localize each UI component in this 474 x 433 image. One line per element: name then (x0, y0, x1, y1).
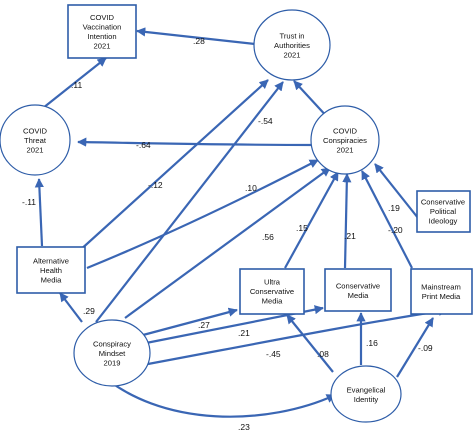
node-covid-vaccination-intention-label-line: Vaccination (83, 22, 122, 31)
path-coefficient-cmind-evang: .23 (238, 422, 250, 432)
node-conspiracy-mindset-label-line: Conspiracy (93, 340, 131, 349)
path-coefficient-mpm-consp: -.20 (388, 225, 403, 235)
node-conspiracy-mindset-ellipse (73, 319, 151, 387)
node-covid-threat-label-line: COVID (23, 127, 48, 136)
node-covid-conspiracies-label-line: 2021 (337, 146, 354, 155)
path-coefficient-cmind-ahm: .29 (83, 306, 95, 316)
node-ultra-conservative-media-box (239, 268, 305, 315)
node-mainstream-print-media-box (410, 268, 473, 315)
edge-threat-to-vaccination (42, 57, 107, 109)
edge-mindset-to-evangelical (95, 369, 336, 418)
node-conspiracy-mindset-label-line: Mindset (99, 349, 126, 358)
edge-ideology-to-conspiracies (374, 163, 419, 219)
node-covid-threat-ellipse (0, 104, 71, 176)
path-coefficient-ucm-consp: .15 (296, 223, 308, 233)
path-coefficient-consp-trust: -.54 (258, 116, 273, 126)
path-coefficient-cmind-cm: .21 (238, 328, 250, 338)
path-coefficient-trust-vacc: .28 (193, 36, 205, 46)
edge-mainstream-to-conspiracies (361, 170, 413, 269)
node-conservative-media-box (324, 268, 392, 312)
path-coefficient-evang-ucm: .08 (317, 349, 329, 359)
edge-mindset-to-trust (95, 81, 284, 323)
node-covid-threat-label-line: Threat (24, 136, 47, 145)
node-evangelical-identity-label-line: Identity (354, 395, 379, 404)
path-coefficient-cmind-mpm: -.45 (266, 349, 281, 359)
edge-labels: .28 .11 -.54 -.64 -.11 -.12 .10 .56 .15 .21 -.20 .1… (22, 36, 433, 432)
node-alternative-health-media-label-line: Health (40, 266, 62, 275)
edge-ultracons-to-conspiracies (284, 171, 339, 269)
path-coefficient-evang-mpm: -.09 (418, 343, 433, 353)
node-conspiracy-mindset-label-line: 2019 (104, 359, 121, 368)
node-covid-conspiracies-ellipse (310, 105, 380, 175)
edge-althealth-to-threat (34, 178, 44, 247)
edge-consmedia-to-conspiracies (342, 173, 352, 269)
node-covid-conspiracies-label-line: Conspiracies (323, 136, 367, 145)
node-covid-conspiracies-label-line: COVID (333, 127, 358, 136)
node-covid-threat-label-line: 2021 (27, 146, 44, 155)
node-trust-in-authorities-label-line: 2021 (284, 51, 301, 60)
node-covid-vaccination-intention-label-line: COVID (90, 13, 115, 22)
edge-evangelical-to-ultracons (286, 314, 334, 373)
node-conservative-political-ideology-label-line: Conservative (421, 198, 465, 207)
node-ultra-conservative-media-label-line: Ultra (264, 278, 281, 287)
path-coefficient-cmind-consp: .56 (262, 232, 274, 242)
edge-mindset-to-mainstream (147, 306, 448, 366)
path-coefficient-cpi-consp: .19 (388, 203, 400, 213)
path-coefficient-ahm-consp: .10 (245, 183, 257, 193)
node-mainstream-print-media-label-line: Print Media (422, 292, 461, 301)
node-ultra-conservative-media-label-line: Conservative (250, 287, 294, 296)
node-covid-vaccination-intention-label-line: Intention (87, 32, 116, 41)
node-evangelical-identity-label-line: Evangelical (347, 385, 386, 394)
path-coefficient-consp-threat: -.64 (136, 140, 151, 150)
path-coefficient-cmind-ucm: .27 (198, 320, 210, 330)
node-ultra-conservative-media-label-line: Media (262, 297, 283, 306)
path-coefficient-evang-cm: .16 (366, 338, 378, 348)
node-evangelical-identity-ellipse (330, 365, 402, 423)
node-trust-in-authorities-label-line: Trust in (279, 32, 304, 41)
node-covid-vaccination-intention-label-line: 2021 (94, 41, 111, 50)
path-coefficient-ahm-threat: -.11 (22, 197, 36, 207)
edge-althealth-to-conspiracies (86, 159, 319, 270)
edge-mindset-to-conspiracies (124, 167, 331, 319)
edges (34, 27, 448, 418)
edge-trust-to-vaccination (136, 27, 256, 46)
path-coefficient-cm-consp: .21 (344, 231, 356, 241)
edge-mindset-to-althealth (59, 292, 83, 323)
node-alternative-health-media-box (16, 246, 86, 294)
node-trust-in-authorities-ellipse (253, 9, 331, 81)
node-conservative-media-label-line: Media (348, 291, 369, 300)
node-alternative-health-media-label-line: Alternative (33, 257, 69, 266)
node-alternative-health-media-label-line: Media (41, 276, 62, 285)
path-coefficient-threat-vacc: .11 (71, 80, 82, 90)
edge-althealth-to-trust (77, 79, 269, 253)
edge-conspiracies-to-threat (77, 137, 317, 147)
node-mainstream-print-media-label-line: Mainstream (421, 282, 461, 291)
edge-mindset-to-ultracons (142, 307, 238, 337)
nodes (0, 4, 473, 423)
path-coefficient-ahm-trust: -.12 (148, 180, 163, 190)
node-conservative-political-ideology-box (416, 190, 471, 233)
node-conservative-political-ideology-label-line: Ideology (429, 217, 458, 226)
node-trust-in-authorities-label-line: Authorities (274, 41, 310, 50)
node-conservative-media-label-line: Conservative (336, 281, 380, 290)
node-conservative-political-ideology-label-line: Political (430, 207, 456, 216)
node-covid-vaccination-intention-box (67, 4, 137, 59)
edge-evangelical-to-mainstream (396, 317, 434, 378)
